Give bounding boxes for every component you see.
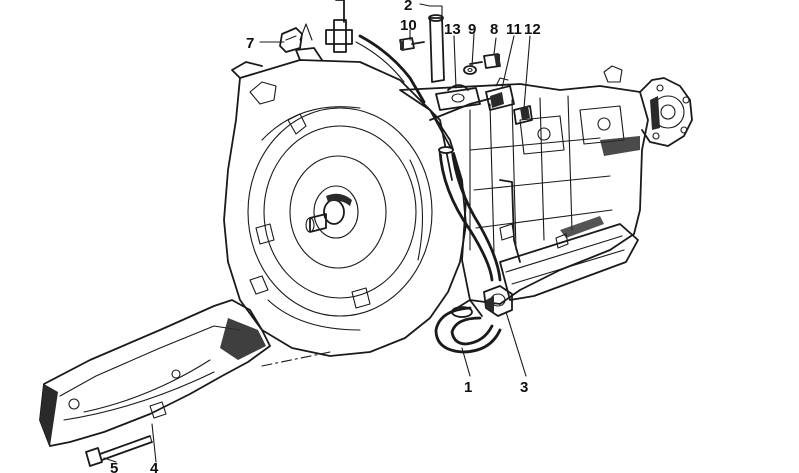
label-9: 9 — [468, 21, 476, 38]
label-8: 8 — [490, 21, 498, 38]
label-3: 3 — [520, 379, 528, 396]
output-flange — [603, 65, 693, 147]
part-5-bolt — [85, 435, 153, 467]
part-3-union-nut — [483, 285, 513, 317]
part-labels: 1 2 3 4 5 7 8 9 10 11 12 13 — [110, 0, 541, 473]
label-10: 10 — [400, 17, 417, 34]
part-13-pipe-clamp — [435, 84, 481, 111]
part-12-spacer — [513, 105, 533, 125]
label-7: 7 — [246, 35, 254, 52]
part-2-pipe-sleeve — [428, 5, 445, 83]
transmission-support-bracket — [299, 0, 353, 53]
label-2: 2 — [404, 0, 412, 14]
label-4: 4 — [150, 460, 159, 473]
transmission-housing — [223, 47, 467, 357]
oil-pipe-lines — [355, 34, 502, 282]
dust-cover-plate — [39, 299, 331, 447]
part-10-bolt — [399, 37, 425, 51]
part-9-washer — [463, 65, 477, 75]
part-1-oil-line — [434, 299, 502, 354]
label-12: 12 — [524, 21, 541, 38]
part-7-clip — [279, 27, 303, 53]
label-13: 13 — [444, 21, 461, 38]
gearbox-body — [399, 83, 649, 305]
part-8-bolt — [469, 53, 501, 69]
label-1: 1 — [464, 379, 472, 396]
label-5: 5 — [110, 460, 118, 473]
label-11: 11 — [506, 21, 522, 38]
leader-lines — [103, 3, 531, 463]
